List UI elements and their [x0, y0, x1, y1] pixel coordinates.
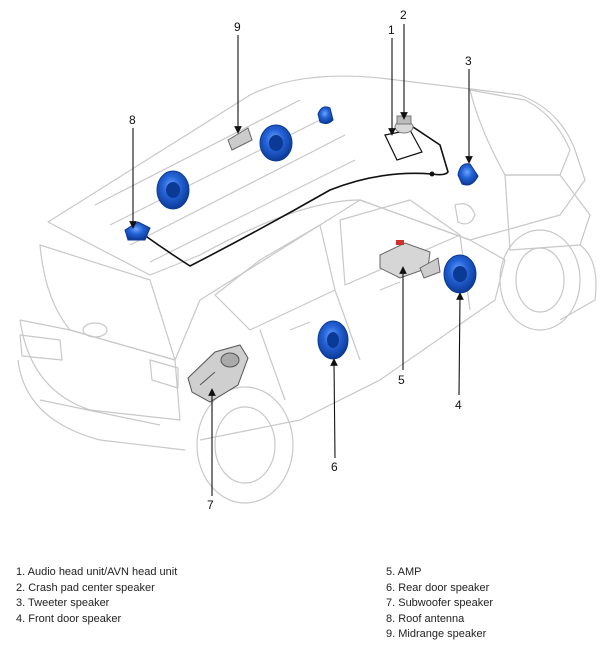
- amp-connector: [396, 240, 404, 245]
- legend-item: 9. Midrange speaker: [386, 628, 487, 640]
- callout-6: 6: [331, 460, 338, 474]
- amp: [379, 240, 441, 279]
- vehicle-audio-diagram: 1 2 3 4 5 6 7 8 9: [17, 8, 597, 512]
- midrange-speaker-rear: [156, 170, 190, 210]
- cable-joint: [429, 171, 435, 177]
- subwoofer-speaker: [187, 344, 249, 403]
- callout-5: 5: [398, 373, 405, 387]
- leader-lines: [129, 24, 473, 496]
- legend-item: 2. Crash pad center speaker: [16, 581, 155, 594]
- legend-item: 7. Subwoofer speaker: [386, 597, 494, 609]
- tweeter-speaker-left: [317, 106, 334, 125]
- front-door-speaker: [443, 254, 477, 294]
- callout-9: 9: [234, 20, 241, 34]
- vehicle-outline: [17, 75, 597, 504]
- callout-8: 8: [129, 113, 136, 127]
- legend-item: 5. AMP: [386, 566, 422, 578]
- antenna-cable: [139, 124, 449, 267]
- audio-head-unit: [384, 129, 423, 161]
- roof-antenna: [124, 221, 151, 241]
- legend-item: 1. Audio head unit/AVN head unit: [16, 566, 178, 578]
- legend-item: 6. Rear door speaker: [386, 581, 490, 594]
- callout-2: 2: [400, 8, 407, 22]
- rear-door-speaker: [317, 320, 349, 360]
- callout-4: 4: [455, 398, 462, 412]
- callout-3: 3: [465, 54, 472, 68]
- midrange-speaker-front: [259, 124, 293, 162]
- legend-left: 1. Audio head unit/AVN head unit 2. Cras…: [16, 565, 177, 627]
- callout-7: 7: [207, 498, 214, 512]
- callout-1: 1: [388, 23, 395, 37]
- legend-item: 8. Roof antenna: [386, 612, 465, 625]
- legend-item: 4. Front door speaker: [16, 612, 122, 625]
- crash-pad-center-speaker: [394, 115, 414, 134]
- tweeter-speaker: [457, 163, 479, 186]
- legend-item: 3. Tweeter speaker: [16, 597, 110, 609]
- legend-right: 5. AMP 6. Rear door speaker 7. Subwoofer…: [386, 565, 493, 643]
